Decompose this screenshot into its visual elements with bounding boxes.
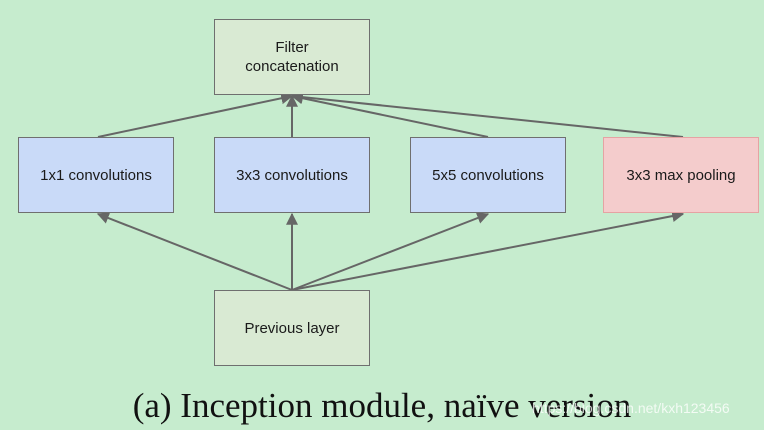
arrow-conv5-to-filter (290, 92, 489, 138)
filter-concatenation-label-line2: concatenation (245, 58, 339, 75)
previous-layer-node: Previous layer (214, 290, 370, 366)
filter-concatenation-label-line1: Filter (275, 39, 309, 56)
conv1x1-label: 1x1 convolutions (40, 166, 152, 184)
previous-layer-label: Previous layer (244, 319, 340, 337)
conv1x1-node: 1x1 convolutions (18, 137, 174, 213)
conv5x5-label: 5x5 convolutions (432, 166, 544, 184)
watermark: https://blog.csdn.net/kxh123456 (532, 400, 730, 416)
arrow-previous-to-pool (291, 210, 685, 291)
maxpool-label: 3x3 max pooling (626, 166, 736, 184)
conv3x3-label: 3x3 convolutions (236, 166, 348, 184)
conv5x5-node: 5x5 convolutions (410, 137, 566, 213)
filter-concatenation-node: Filter concatenation (214, 19, 370, 95)
arrow-conv1-to-filter (97, 92, 294, 138)
figure-caption: (a) Inception module, naïve version (132, 386, 632, 425)
arrow-previous-to-conv1 (96, 212, 293, 291)
arrow-previous-to-conv5 (291, 212, 490, 291)
conv3x3-node: 3x3 convolutions (214, 137, 370, 213)
maxpool-node: 3x3 max pooling (603, 137, 759, 213)
arrow-pool-to-filter (290, 91, 684, 138)
